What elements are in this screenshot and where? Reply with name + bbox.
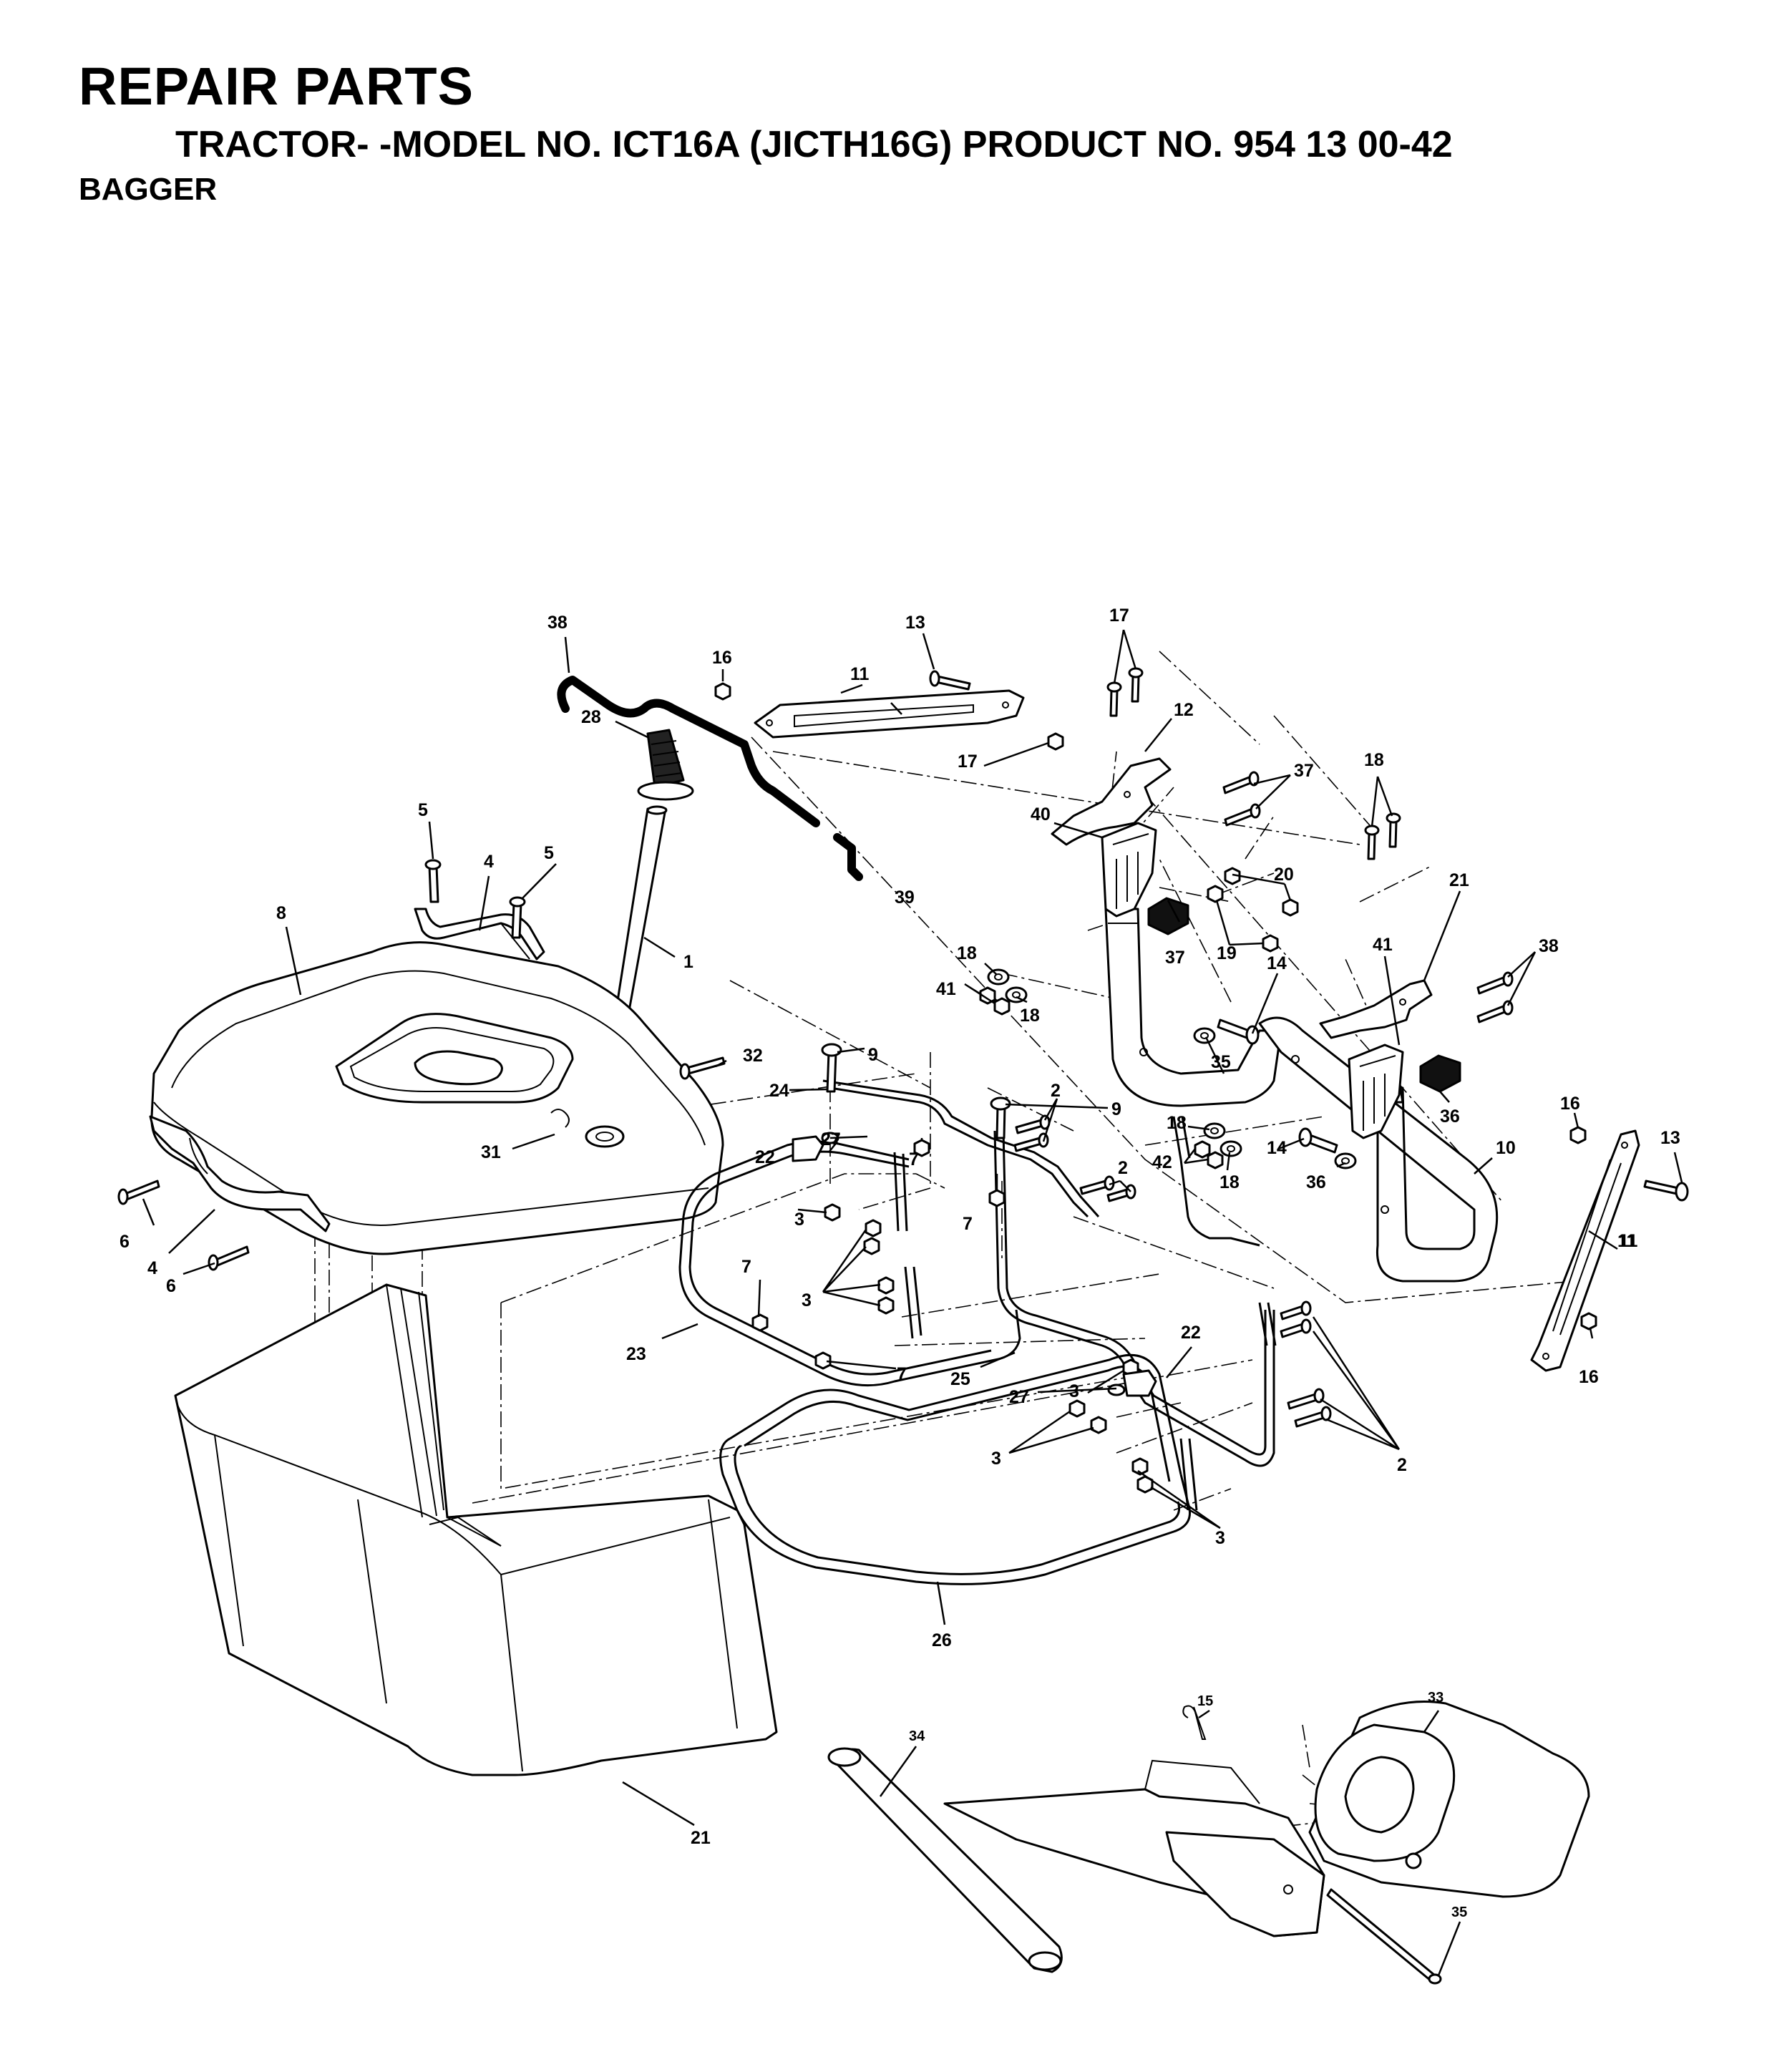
callout-label: 3 — [1215, 1528, 1225, 1548]
callout-label: 25 — [950, 1369, 970, 1389]
callout-label: 7 — [897, 1364, 907, 1384]
callout-label: 39 — [895, 887, 915, 908]
callout-label: 11 — [850, 664, 870, 684]
callout-label: 40 — [1031, 804, 1051, 825]
callout-label: 13 — [905, 613, 925, 633]
callout-label: 6 — [120, 1232, 130, 1252]
callout-label: 7 — [963, 1214, 973, 1234]
clamp-bracket-left — [1101, 822, 1157, 918]
callout-labels: 38 13 16 11 17 17 12 37 18 40 20 19 21 3… — [120, 605, 1680, 1920]
callout-label: 10 — [1496, 1138, 1516, 1158]
callout-label: 2 — [1051, 1081, 1061, 1101]
hardware-nuts-washers — [714, 682, 1597, 1494]
callout-label: 3 — [802, 1290, 812, 1310]
callout-label: 18 — [957, 943, 977, 963]
bagger-cover — [150, 941, 724, 1255]
callout-label: 20 — [1274, 865, 1294, 885]
hitch-pin — [1326, 1888, 1442, 1985]
callout-label: 3 — [991, 1449, 1001, 1469]
callout-label: 7 — [741, 1257, 751, 1277]
page-title: REPAIR PARTS — [79, 57, 474, 116]
callout-label: 9 — [868, 1045, 878, 1065]
callout-label: 16 — [1560, 1094, 1580, 1114]
top-handle — [414, 908, 545, 960]
model-subtitle: TRACTOR- -MODEL NO. ICT16A (JICTH16G) PR… — [175, 124, 1453, 165]
callout-label: 35 — [1211, 1052, 1231, 1072]
callout-label: 7 — [909, 1149, 919, 1169]
callout-label: 11 — [1619, 1231, 1638, 1251]
callout-label: 38 — [1539, 936, 1559, 956]
callout-label: 37 — [1165, 948, 1185, 968]
hitch-bracket — [943, 1759, 1325, 1937]
callout-label: 17 — [1109, 605, 1129, 626]
callout-label: 21 — [691, 1828, 711, 1848]
callout-label: 36 — [1440, 1106, 1460, 1127]
callout-label: 24 — [769, 1081, 789, 1101]
callout-label: 23 — [626, 1344, 646, 1364]
callout-label: 15 — [1197, 1693, 1213, 1709]
callout-label: 11 — [1617, 1231, 1637, 1251]
callout-label: 27 — [821, 1129, 841, 1149]
callout-label: 8 — [276, 903, 286, 923]
foam-pads — [1147, 897, 1461, 1093]
callout-label: 42 — [1152, 1152, 1172, 1172]
callout-label: 18 — [1364, 750, 1384, 770]
callout-label: 38 — [547, 613, 568, 633]
callout-label: 34 — [909, 1728, 925, 1744]
callout-label: 12 — [1174, 700, 1194, 720]
callout-label: 41 — [1373, 935, 1393, 955]
callout-label: 1 — [683, 952, 693, 972]
callout-label: 21 — [1449, 870, 1469, 890]
callout-label: 28 — [581, 707, 601, 727]
grass-bag — [174, 1283, 778, 1776]
callout-label: 6 — [166, 1276, 176, 1296]
callout-label: 26 — [932, 1630, 952, 1650]
callout-label: 2 — [1118, 1158, 1128, 1178]
callout-label: 16 — [712, 648, 732, 668]
callout-label: 9 — [1111, 1099, 1121, 1119]
callout-label: 16 — [1579, 1367, 1599, 1387]
side-handle — [149, 1115, 331, 1232]
callout-label: 31 — [481, 1142, 501, 1162]
callout-label: 14 — [1267, 1138, 1287, 1158]
callout-label: 32 — [743, 1046, 763, 1066]
clamp-bracket-right — [1348, 1044, 1404, 1139]
callout-label: 18 — [1219, 1172, 1240, 1192]
top-bracket-right — [1319, 979, 1433, 1039]
callout-label: 5 — [544, 843, 554, 863]
callout-label: 22 — [1181, 1323, 1201, 1343]
callout-label: 18 — [1020, 1006, 1040, 1026]
callout-label: 18 — [1167, 1113, 1187, 1133]
callout-label: 13 — [1660, 1128, 1680, 1148]
cotter-pin — [1182, 1705, 1207, 1740]
callout-label: 19 — [1217, 943, 1237, 963]
callout-label: 17 — [958, 752, 978, 772]
callout-label: 41 — [936, 979, 956, 999]
callout-label: 37 — [1294, 761, 1314, 781]
callout-label: 5 — [418, 800, 428, 820]
callout-label: 4 — [147, 1258, 157, 1278]
section-label: BAGGER — [79, 172, 218, 207]
leader-lines — [142, 629, 1683, 1976]
mounting-bracket-right — [1530, 1129, 1640, 1372]
handle-rod — [557, 676, 863, 881]
callout-label: 3 — [1069, 1381, 1079, 1401]
callout-label: 4 — [484, 852, 494, 872]
callout-label: 33 — [1428, 1690, 1443, 1706]
hitch-tube — [827, 1747, 1063, 1973]
top-bracket-left — [1051, 757, 1172, 846]
mounting-bracket-top — [754, 689, 1025, 739]
callout-label: 3 — [794, 1210, 804, 1230]
callout-label: 14 — [1267, 953, 1287, 973]
hitch-coupler — [1308, 1701, 1590, 1898]
callout-label: 22 — [755, 1147, 775, 1167]
callout-label: 35 — [1451, 1905, 1467, 1920]
callout-label: 2 — [1397, 1455, 1407, 1475]
support-arm-left — [1104, 908, 1282, 1107]
callout-label: 36 — [1306, 1172, 1326, 1192]
callout-label: 27 — [1009, 1387, 1029, 1407]
